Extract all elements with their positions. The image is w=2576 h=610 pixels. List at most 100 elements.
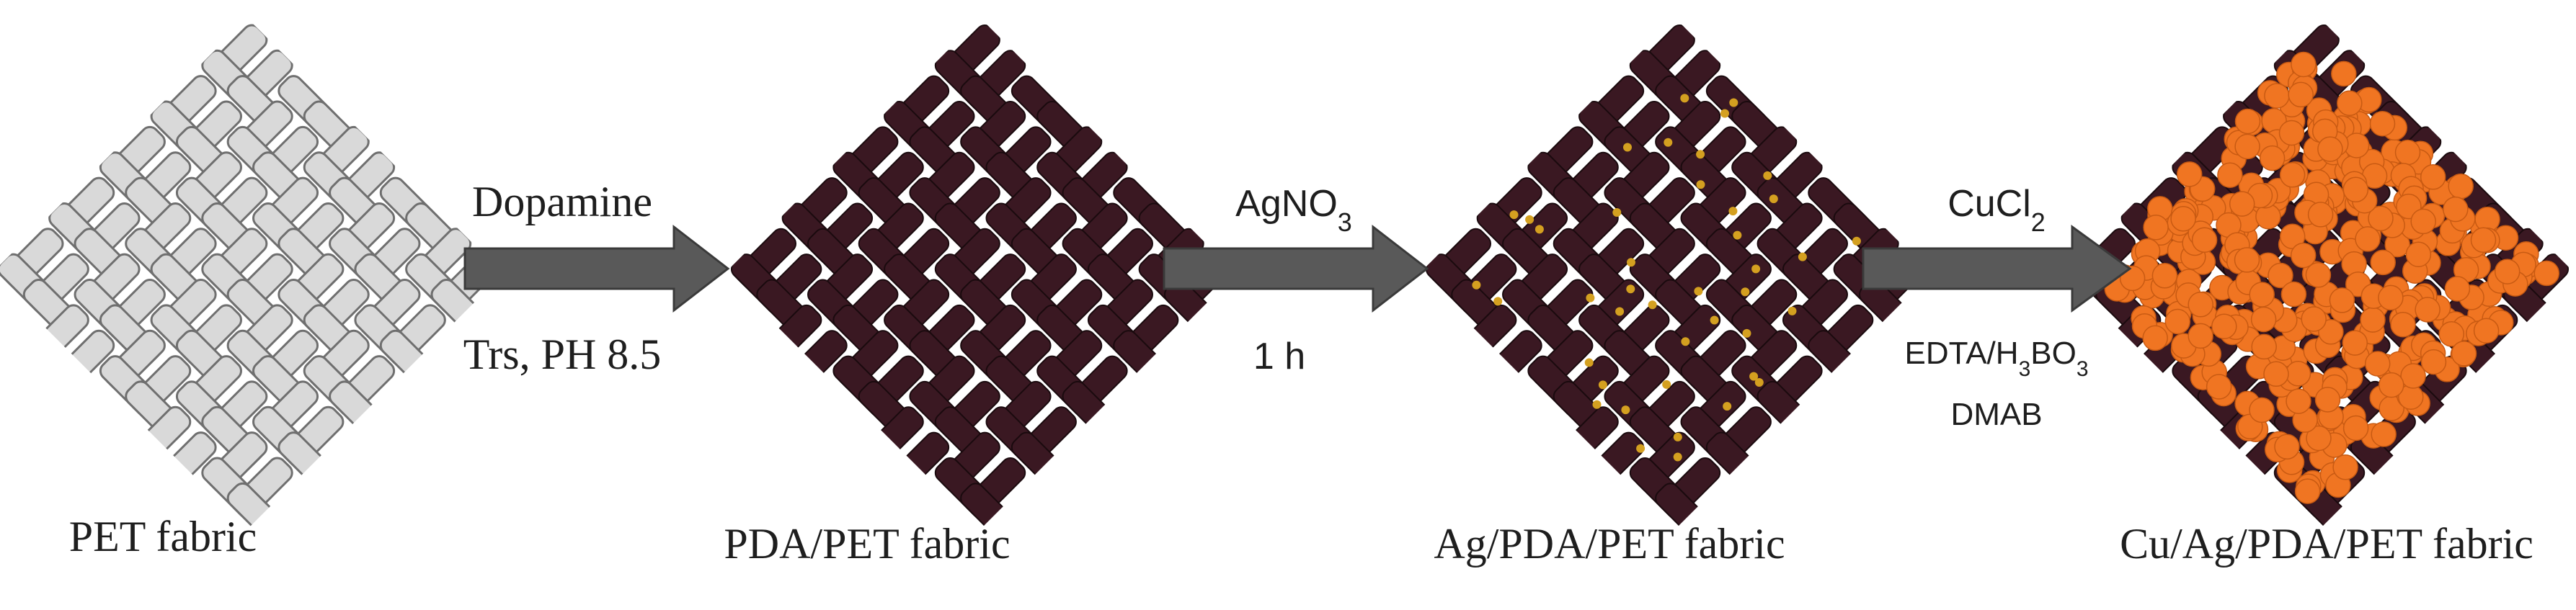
cu-particle [2250, 306, 2277, 333]
ag-particle [1696, 180, 1705, 189]
cu-particle [2263, 361, 2289, 387]
ag-particle [1586, 293, 1595, 302]
cu-particle [2234, 247, 2260, 273]
cu-particle [2280, 281, 2307, 308]
step-3-reductant: DMAB [1950, 397, 2042, 432]
cu-particle [2405, 241, 2432, 267]
ag-particle [1694, 287, 1703, 296]
ag-particle [1584, 358, 1594, 367]
cu-particle [2355, 226, 2381, 252]
cu-particle [2234, 133, 2260, 160]
cu-particle [2415, 297, 2440, 323]
fabric-ag-pda-pet [1420, 19, 1930, 529]
cu-particle [2301, 306, 2327, 332]
cu-particle [2164, 308, 2191, 335]
cu-particle [2364, 351, 2391, 377]
cu-particle [2410, 208, 2436, 235]
cu-particle [2342, 330, 2368, 356]
cu-particle [2444, 276, 2471, 302]
process-arrow-3 [1862, 225, 2132, 313]
weave-grid [1420, 19, 1930, 529]
ag-particle [1598, 380, 1607, 390]
ag-particle [1662, 380, 1671, 389]
cu-particle [2294, 478, 2321, 504]
process-arrow-1 [463, 224, 730, 313]
ag-particle [1733, 230, 1742, 240]
cu-particle [2278, 120, 2305, 146]
cu-particle [2229, 191, 2255, 217]
cu-particle [2217, 162, 2243, 188]
cu-particle [2286, 388, 2311, 414]
cu-particle [2370, 249, 2396, 276]
cu-particle [2249, 397, 2275, 423]
cu-particle [2279, 162, 2306, 188]
weave-grid [725, 19, 1235, 529]
process-arrow-2 [1163, 224, 1429, 313]
cu-particle [2473, 318, 2500, 344]
cu-particle [2259, 145, 2286, 171]
cu-particle [2448, 173, 2474, 199]
cu-particle [2451, 341, 2477, 367]
label-pda-pet-fabric: PDA/PET fabric [724, 520, 1010, 568]
fabric-pda-pet [725, 19, 1235, 529]
ag-particle [1754, 378, 1764, 387]
ag-particle [1535, 225, 1544, 234]
cu-particle [2369, 110, 2396, 137]
ag-particle [1769, 194, 1778, 204]
cu-particle [2379, 372, 2404, 398]
ag-pda-pet-weave [1420, 19, 1930, 529]
cu-particle [2211, 313, 2237, 339]
ag-particle [1729, 98, 1738, 107]
ag-particle [1612, 208, 1622, 217]
cu-particle [2151, 263, 2178, 289]
ag-particle [1696, 150, 1705, 159]
cu-particle [2368, 205, 2394, 232]
fabric-pet [0, 19, 502, 529]
step-1-condition: Trs, PH 8.5 [463, 331, 662, 378]
ag-particle [1493, 297, 1503, 306]
cu-particle [2305, 262, 2332, 288]
cu-particle [2249, 282, 2275, 308]
cu-particle [2251, 333, 2277, 360]
cu-particle [2331, 60, 2357, 87]
ag-particle [1621, 405, 1630, 415]
cu-particle [2268, 262, 2293, 289]
step-1-reagent: Dopamine [472, 178, 652, 225]
weave-background [1420, 19, 1930, 529]
ag-particle [1852, 236, 1861, 246]
cu-particle [2307, 202, 2334, 228]
cu-particle [2170, 206, 2196, 232]
cu-particle [2420, 349, 2447, 375]
cu-particle [2317, 136, 2343, 162]
pda-pet-weave [725, 19, 1235, 529]
ag-particle [1787, 306, 1797, 315]
cu-particle [2290, 242, 2317, 269]
step-2-condition: 1 h [1253, 336, 1305, 377]
ag-particle [1751, 264, 1761, 274]
label-ag-pda-pet-fabric: Ag/PDA/PET fabric [1434, 520, 1785, 568]
ag-particle [1673, 452, 1682, 462]
label-pet-fabric: PET fabric [69, 513, 257, 560]
ag-particle [1509, 210, 1519, 220]
ag-particle [1680, 94, 1689, 103]
ag-particle [1673, 432, 1682, 441]
ag-particle [1648, 300, 1657, 310]
step-3-additive: EDTA/H3BO3 [1904, 336, 2088, 381]
cu-particle [2470, 227, 2497, 254]
cu-particle [2314, 387, 2341, 413]
cu-particle [2264, 83, 2290, 109]
ag-particle [1615, 307, 1625, 316]
ag-particle [1798, 252, 1807, 261]
pet-weave [0, 19, 502, 529]
cu-particle [2285, 361, 2311, 387]
ag-particle [1710, 315, 1719, 325]
ag-particle [1592, 400, 1602, 409]
ag-particle [1636, 444, 1645, 453]
ag-particle [1472, 280, 1481, 290]
cu-particle [2494, 259, 2521, 284]
cu-particle [2390, 311, 2416, 338]
label-cu-ag-pda-pet-fabric: Cu/Ag/PDA/PET fabric [2120, 520, 2533, 568]
cu-particle [2188, 323, 2213, 349]
cu-particle [2378, 284, 2404, 311]
